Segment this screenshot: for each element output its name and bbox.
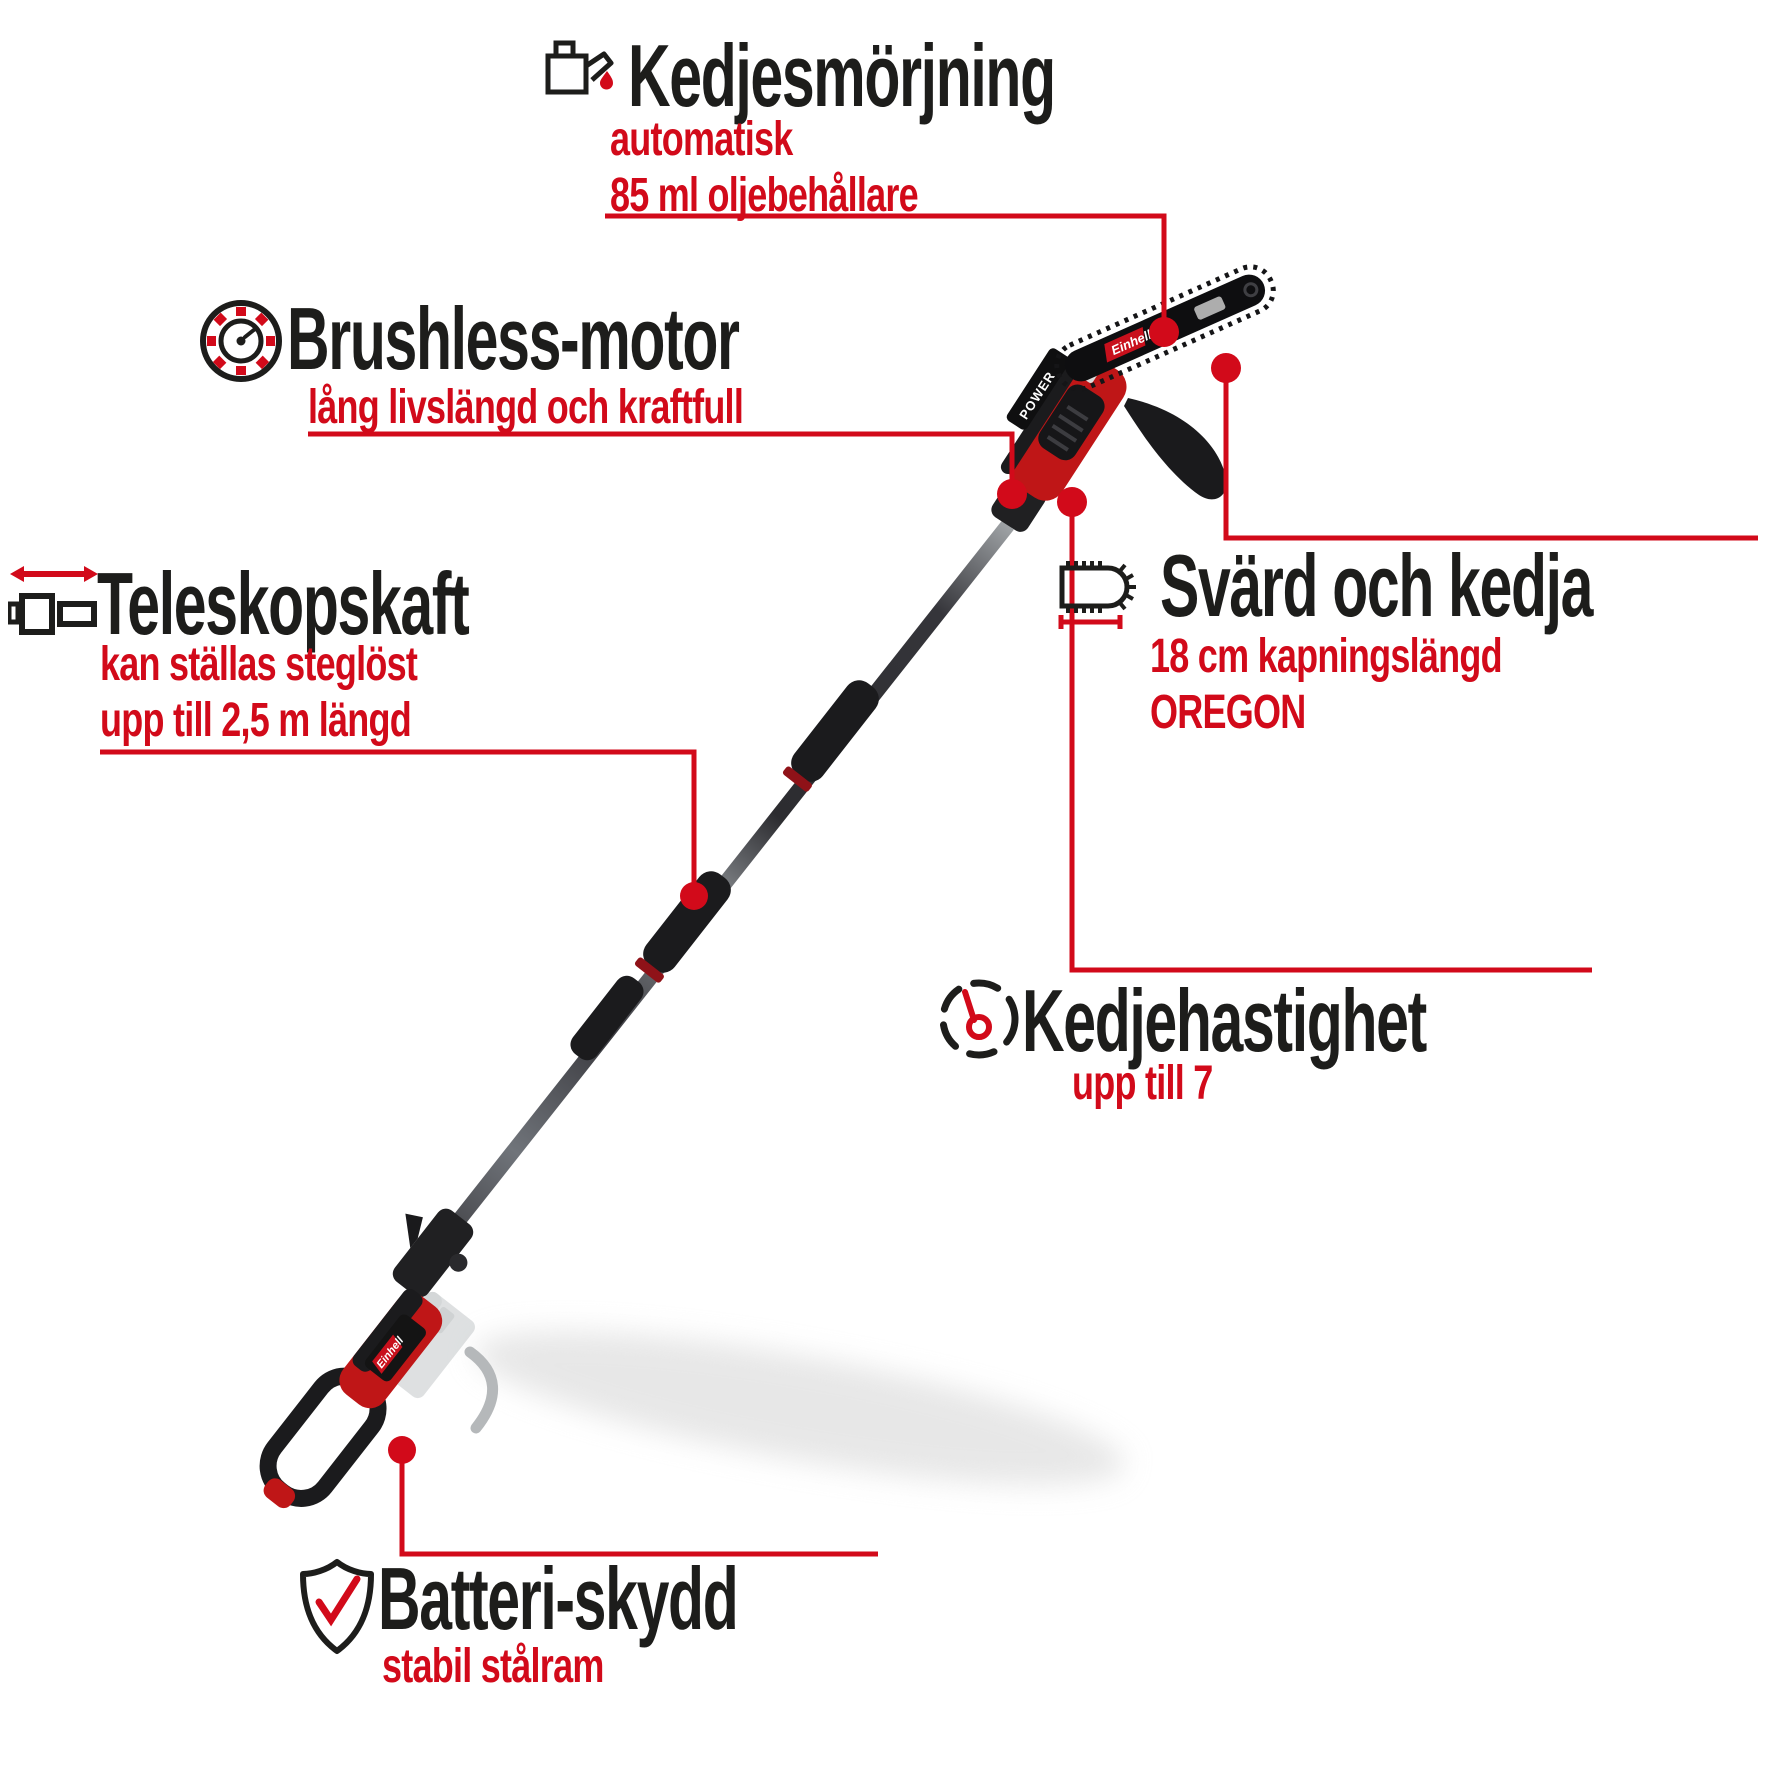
- saw-head: POWER: [991, 348, 1127, 532]
- feature-title-battery: Batteri-skydd: [378, 1549, 739, 1648]
- callout-dots: [388, 317, 1241, 1464]
- feature-title-brushless: Brushless-motor: [287, 289, 740, 388]
- feature-sub-telescopic: kan ställas steglöst upp till 2,5 m läng…: [100, 638, 418, 747]
- ground-shadow: [474, 1331, 1126, 1485]
- chainsaw-bar-icon: [1058, 561, 1136, 629]
- callout-line-chain-speed: [1069, 502, 1592, 973]
- pole-grips: [570, 680, 879, 1061]
- shield-check-icon: [300, 1559, 374, 1654]
- feature-title-telescopic: Teleskopskaft: [97, 554, 470, 653]
- feature-sub-bar-chain: 18 cm kapningslängd OREGON: [1150, 630, 1503, 739]
- steel-frame-hook: [464, 1346, 498, 1434]
- handle-unit: Einhell: [259, 1288, 498, 1509]
- feature-sub-chain-speed: upp till 7: [1072, 1057, 1213, 1110]
- feature-sub-brushless: lång livslängd och kraftfull: [308, 381, 744, 434]
- callout-dot-battery: [388, 1436, 416, 1464]
- trigger-handle: [1124, 398, 1227, 500]
- callout-line-brushless: [308, 431, 1015, 494]
- callout-lines: [100, 213, 1758, 1557]
- callout-dot-lubrication: [1149, 317, 1179, 347]
- pole-coupler: [392, 1208, 474, 1298]
- callout-line-lubrication: [605, 213, 1167, 332]
- feature-sub-battery: stabil stålram: [382, 1640, 604, 1693]
- callout-dot-telescopic: [680, 882, 708, 910]
- callout-dot-chain-speed: [1057, 487, 1087, 517]
- telescopic-shaft-icon: [8, 566, 98, 635]
- callout-line-bar-chain: [1223, 368, 1758, 541]
- callout-line-battery: [399, 1450, 878, 1557]
- callout-line-telescopic: [100, 749, 697, 896]
- callout-dot-brushless: [997, 479, 1027, 509]
- brushless-motor-icon: [200, 300, 282, 382]
- feature-sub-lubrication: automatisk 85 ml oljebehållare: [610, 113, 919, 222]
- feature-title-lubrication: Kedjesmörjning: [628, 26, 1056, 125]
- callout-dot-bar-chain: [1211, 353, 1241, 383]
- feature-title-chain-speed: Kedjehastighet: [1022, 971, 1427, 1070]
- oil-can-icon: [545, 40, 614, 95]
- speedometer-icon: [939, 979, 1019, 1059]
- feature-title-bar-chain: Svärd och kedja: [1160, 536, 1593, 635]
